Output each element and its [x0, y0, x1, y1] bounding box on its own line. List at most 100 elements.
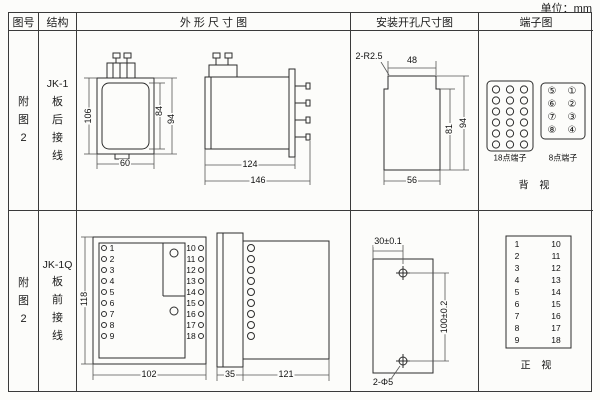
- pin-label: 10: [186, 242, 196, 253]
- header-outline-dimensions: 外 形 尺 寸 图: [77, 13, 351, 31]
- jk1-side-view: [204, 52, 311, 158]
- pin-label: 9: [109, 330, 115, 341]
- dim-48: 48: [405, 55, 419, 66]
- dim-35: 35: [223, 369, 237, 380]
- caption-8pt: 8点端子: [548, 153, 578, 163]
- pin-1: ①: [567, 86, 577, 97]
- row2-figure-number: 附 图 2: [9, 211, 39, 391]
- header-structure: 结构: [39, 13, 77, 31]
- wiring-char: 前: [52, 294, 63, 307]
- jk1q-drilling-drawing: [372, 245, 449, 380]
- dim-60: 60: [118, 158, 132, 169]
- dim-81: 81: [444, 122, 455, 136]
- pin-3: ③: [567, 112, 577, 123]
- pin-8: ⑧: [547, 125, 557, 136]
- caption-18pt: 18点端子: [493, 153, 527, 163]
- wiring-char: 接: [52, 312, 63, 325]
- cutout-outline: [383, 75, 441, 171]
- jk1q-side-view: [216, 232, 330, 368]
- dimension-table: 图号 结构 外 形 尺 寸 图 安装开孔尺寸图 端子图 附 图 2 JK-1 板…: [8, 12, 593, 392]
- fig-char: 图: [18, 294, 29, 307]
- terminal-number: 9: [514, 334, 520, 345]
- pin-label: 5: [109, 286, 115, 297]
- dim-56: 56: [405, 175, 419, 186]
- pin-label: 17: [186, 319, 196, 330]
- terminal-number: 10: [551, 238, 561, 249]
- wiring-char: 接: [52, 131, 63, 144]
- jk1-outline-drawing: [84, 52, 311, 185]
- view-label-front: 正 视: [520, 360, 556, 372]
- cutout-dim-lines: [380, 61, 469, 185]
- header-mounting-hole-dimensions: 安装开孔尺寸图: [351, 13, 479, 31]
- terminal-number: 3: [514, 262, 520, 273]
- pin-label: 3: [109, 264, 115, 275]
- terminal-18pt-block: [486, 80, 534, 152]
- dim-124: 124: [241, 159, 259, 170]
- row1-figure-number: 附 图 2: [9, 31, 39, 211]
- wiring-char: 线: [52, 330, 63, 343]
- dim-radius-label: 2-R2.5: [354, 51, 384, 62]
- terminal-number: 8: [514, 322, 520, 333]
- header-terminal-diagram: 端子图: [479, 13, 593, 31]
- dim-30: 30±0.1: [373, 236, 403, 247]
- pin-label: 6: [109, 297, 115, 308]
- pin-label: 4: [109, 275, 115, 286]
- pin-label: 18: [186, 330, 196, 341]
- drilling-dim-lines: [372, 245, 449, 380]
- fig-char: 附: [18, 276, 29, 289]
- pin-2: ②: [567, 99, 577, 110]
- dim-102: 102: [140, 369, 158, 380]
- dim-106: 106: [83, 107, 94, 125]
- terminal-number: 4: [514, 274, 520, 285]
- terminal-number: 1: [514, 238, 520, 249]
- fig-char: 图: [18, 114, 29, 126]
- terminal-strip-outline: [505, 235, 572, 349]
- terminal-8pt-block: [540, 82, 586, 140]
- pin-label: 16: [186, 308, 196, 319]
- pin-label: 12: [186, 264, 196, 275]
- header-figure-number: 图号: [9, 13, 39, 31]
- terminal-number: 15: [551, 298, 561, 309]
- terminal-number: 16: [551, 310, 561, 321]
- pin-label: 15: [186, 297, 196, 308]
- jk1q-outline-drawing: [81, 232, 330, 381]
- terminal-number: 7: [514, 310, 520, 321]
- dim-94-cutout: 94: [458, 116, 469, 130]
- dim-146: 146: [249, 175, 267, 186]
- pin-5: ⑤: [547, 86, 557, 97]
- dim-holes-label: 2-Φ5: [371, 377, 395, 388]
- row1-terminal-cell: ⑤ ⑥ ⑦ ⑧ ① ② ③ ④ 18点端子 8点端子 背 视: [479, 31, 593, 211]
- view-label-rear: 背 视: [518, 180, 554, 192]
- jk1-front-view: [96, 52, 155, 160]
- fig-char: 2: [20, 312, 27, 325]
- pin-label: 13: [186, 275, 196, 286]
- mounting-holes: [396, 266, 410, 368]
- wiring-char: 线: [52, 149, 63, 162]
- pin-label: 2: [109, 253, 115, 264]
- model-name: JK-1Q: [42, 258, 73, 271]
- terminal-number: 2: [514, 250, 520, 261]
- pin-6: ⑥: [547, 99, 557, 110]
- terminal-number: 17: [551, 322, 561, 333]
- row1-mounting-cell: 2-R2.5 48 81 94 56: [351, 31, 479, 211]
- pin-label: 11: [186, 253, 196, 264]
- wiring-char: 板: [52, 276, 63, 289]
- terminal-number: 18: [551, 334, 561, 345]
- terminal-number: 6: [514, 298, 520, 309]
- fig-char: 附: [18, 96, 29, 108]
- row2-terminal-cell: 1 2 3 4 5 6 7 8 9 10 11 12 13 14 15 16 1…: [479, 211, 593, 391]
- pin-label: 14: [186, 286, 196, 297]
- dim-84: 84: [154, 104, 165, 118]
- pin-7: ⑦: [547, 112, 557, 123]
- pin-label: 8: [109, 319, 115, 330]
- row2-mounting-cell: 30±0.1 100±0.2 2-Φ5: [351, 211, 479, 391]
- jk1-front-dim-lines: [84, 77, 177, 169]
- terminal-number: 14: [551, 286, 561, 297]
- terminal-number: 11: [551, 250, 561, 261]
- terminal-number: 13: [551, 274, 561, 285]
- jk1q-front-view: [92, 236, 207, 365]
- row2-outline-drawing-cell: 1 2 3 4 5 6 7 8 9 10 11 12 13 14 15 16 1…: [77, 211, 351, 391]
- wiring-char: 板: [52, 95, 63, 108]
- pin-4: ④: [567, 125, 577, 136]
- terminal-number: 5: [514, 286, 520, 297]
